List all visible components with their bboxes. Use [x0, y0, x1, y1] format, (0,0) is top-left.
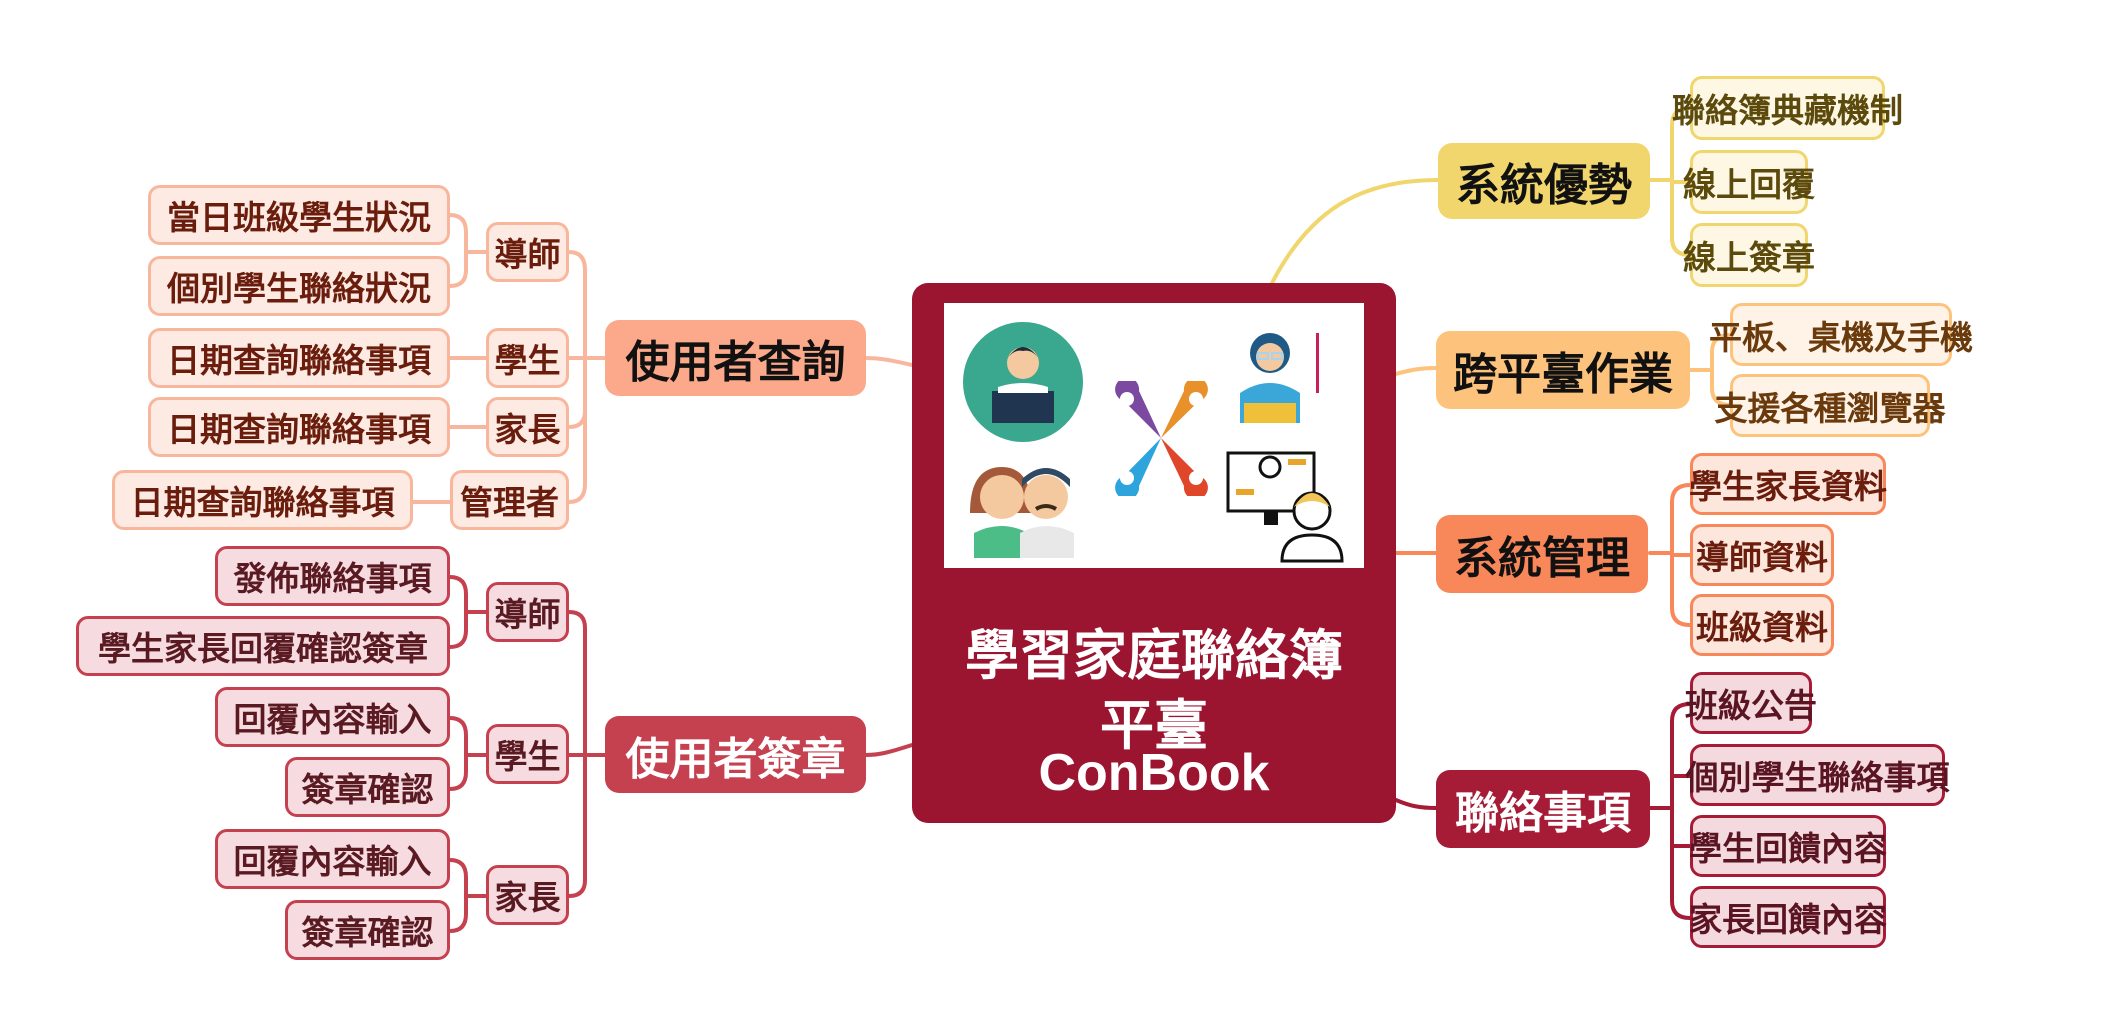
- node-label: 回覆內容輸入: [233, 842, 432, 881]
- node-label: 聯絡簿典藏機制: [1672, 91, 1903, 130]
- user-sign-parent-item[interactable]: 簽章確認: [285, 900, 450, 960]
- online-user-icon: [1226, 451, 1344, 563]
- contact-item[interactable]: 學生回饋內容: [1689, 815, 1887, 877]
- node-label: 學生家長資料: [1689, 467, 1887, 506]
- user-query-student-item[interactable]: 日期查詢聯絡事項: [148, 328, 450, 388]
- user-sign-parent[interactable]: 家長: [486, 865, 569, 925]
- branch-user-sign[interactable]: 使用者簽章: [605, 716, 866, 793]
- cross-platform-item[interactable]: 支援各種瀏覽器: [1715, 374, 1946, 437]
- node-label: 簽章確認: [301, 770, 434, 809]
- branch-management[interactable]: 系統管理: [1436, 515, 1648, 593]
- contact-item[interactable]: 家長回饋內容: [1689, 886, 1887, 948]
- user-sign-teacher-item[interactable]: 發佈聯絡事項: [215, 546, 450, 606]
- branch-user-query-label: 使用者查詢: [625, 337, 846, 388]
- node-label: 個別學生聯絡事項: [1685, 758, 1950, 797]
- user-sign-teacher-item[interactable]: 學生家長回覆確認簽章: [76, 616, 450, 676]
- node-label: 日期查詢聯絡事項: [130, 483, 395, 522]
- node-label: 班級資料: [1696, 608, 1828, 647]
- student-reading-icon: [963, 322, 1083, 442]
- node-label: 家長: [494, 878, 561, 917]
- user-query-parent[interactable]: 家長: [486, 397, 569, 457]
- branch-advantages[interactable]: 系統優勢: [1438, 143, 1650, 219]
- node-label: 導師: [494, 235, 561, 274]
- contact-item[interactable]: 個別學生聯絡事項: [1686, 744, 1950, 806]
- teacher-icon: [1240, 333, 1319, 423]
- options-abcd-icon: [1115, 381, 1208, 496]
- node-label: 回覆內容輸入: [233, 700, 432, 739]
- branch-cross-platform[interactable]: 跨平臺作業: [1436, 331, 1690, 409]
- user-sign-teacher[interactable]: 導師: [486, 582, 569, 642]
- user-query-parent-item[interactable]: 日期查詢聯絡事項: [148, 397, 450, 457]
- node-label: 家長回饋內容: [1689, 900, 1887, 939]
- central-topic[interactable]: 學習家庭聯絡簿 平臺 ConBook: [912, 283, 1396, 823]
- node-label: 學生回饋內容: [1689, 829, 1887, 868]
- user-sign-student[interactable]: 學生: [486, 724, 569, 784]
- user-sign-parent-item[interactable]: 回覆內容輸入: [215, 829, 450, 889]
- advantages-item[interactable]: 線上回覆: [1683, 150, 1815, 214]
- advantages-item[interactable]: 線上簽章: [1683, 223, 1815, 287]
- node-label: 個別學生聯絡狀況: [167, 269, 431, 308]
- node-label: 學生: [494, 341, 561, 380]
- cross-platform-item[interactable]: 平板、桌機及手機: [1709, 303, 1973, 366]
- node-label: 學生: [494, 737, 561, 776]
- node-label: 簽章確認: [301, 913, 434, 952]
- node-label: 導師: [494, 595, 561, 634]
- illustration-panel: [944, 303, 1364, 568]
- branch-user-sign-label: 使用者簽章: [625, 733, 846, 785]
- central-title-line1: 學習家庭聯絡簿: [965, 624, 1343, 687]
- branch-cross-platform-label: 跨平臺作業: [1453, 349, 1673, 400]
- node-label: 線上回覆: [1683, 165, 1815, 204]
- contact-item[interactable]: 班級公告: [1685, 672, 1817, 734]
- node-label: 管理者: [460, 483, 559, 522]
- central-title-line2: 平臺: [1100, 694, 1208, 757]
- user-query-teacher-item[interactable]: 當日班級學生狀況: [148, 185, 450, 245]
- user-query-teacher-item[interactable]: 個別學生聯絡狀況: [148, 256, 450, 316]
- node-label: 日期查詢聯絡事項: [167, 410, 431, 449]
- node-label: 日期查詢聯絡事項: [167, 341, 431, 380]
- user-query-student[interactable]: 學生: [486, 328, 569, 388]
- node-label: 學生家長回覆確認簽章: [98, 629, 428, 668]
- node-label: 線上簽章: [1683, 238, 1815, 277]
- branch-contact-items[interactable]: 聯絡事項: [1436, 770, 1650, 848]
- node-label: 發佈聯絡事項: [233, 559, 432, 598]
- management-item[interactable]: 班級資料: [1690, 594, 1834, 656]
- user-query-admin-item[interactable]: 日期查詢聯絡事項: [112, 470, 413, 530]
- advantages-item[interactable]: 聯絡簿典藏機制: [1672, 76, 1903, 140]
- branch-user-query[interactable]: 使用者查詢: [605, 320, 866, 396]
- user-query-teacher[interactable]: 導師: [486, 222, 569, 282]
- parents-icon: [970, 467, 1074, 558]
- branch-management-label: 系統管理: [1454, 533, 1630, 584]
- management-item[interactable]: 學生家長資料: [1689, 453, 1887, 515]
- user-query-admin[interactable]: 管理者: [450, 470, 569, 530]
- node-label: 支援各種瀏覽器: [1714, 388, 1946, 428]
- management-item[interactable]: 導師資料: [1690, 524, 1834, 586]
- node-label: 班級公告: [1685, 686, 1817, 725]
- branch-contact-items-label: 聯絡事項: [1455, 788, 1631, 839]
- node-label: 平板、桌機及手機: [1709, 317, 1973, 357]
- user-sign-student-item[interactable]: 簽章確認: [285, 757, 450, 817]
- user-sign-student-item[interactable]: 回覆內容輸入: [215, 687, 450, 747]
- central-title-brand: ConBook: [1038, 744, 1270, 802]
- branch-advantages-label: 系統優勢: [1456, 160, 1632, 211]
- node-label: 導師資料: [1696, 538, 1828, 577]
- node-label: 家長: [494, 410, 561, 449]
- node-label: 當日班級學生狀況: [167, 198, 431, 237]
